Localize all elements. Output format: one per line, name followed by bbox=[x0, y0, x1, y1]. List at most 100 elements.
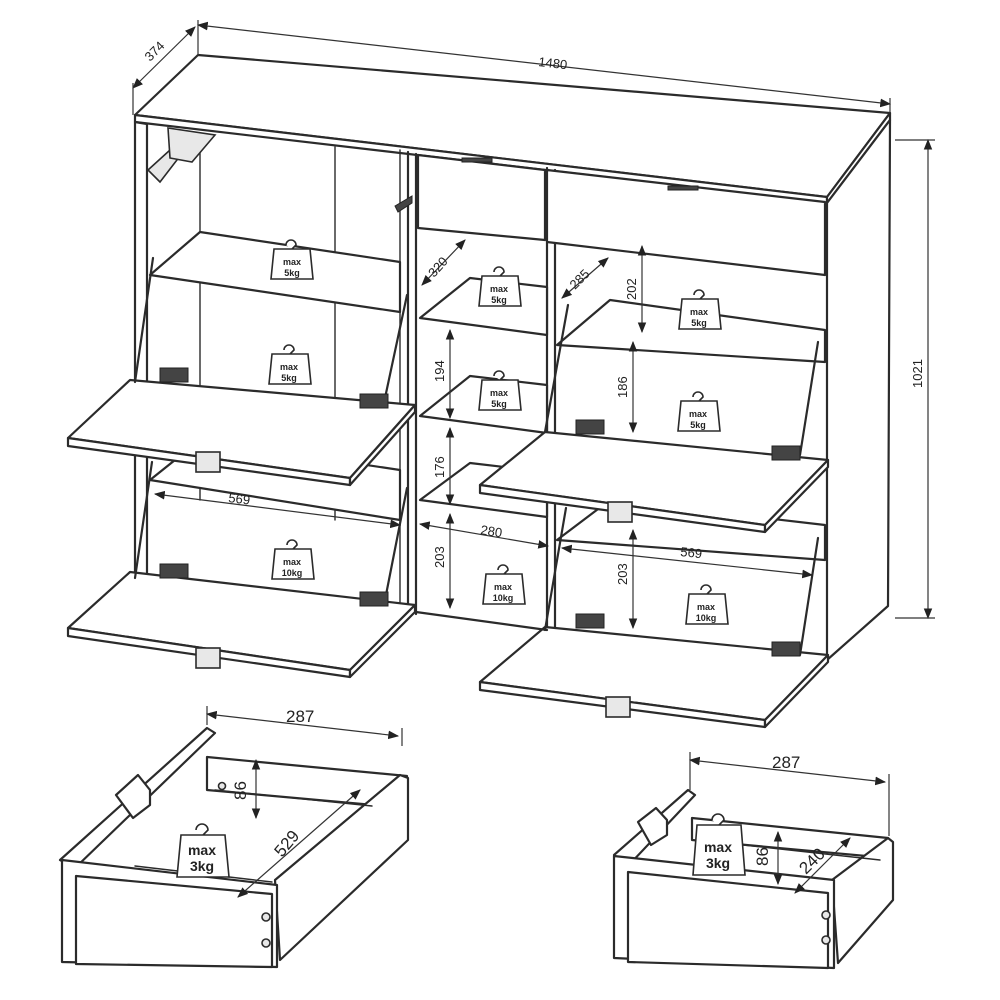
hinge-icon bbox=[771, 641, 801, 657]
weight-icon-max: max bbox=[283, 257, 301, 267]
center-gap-3-label: 203 bbox=[432, 546, 447, 568]
depth-dimension-line bbox=[132, 26, 196, 89]
left-lower-flap-handle[interactable] bbox=[195, 647, 221, 669]
weight-icon-max: max bbox=[704, 839, 732, 855]
right-depth-dimension bbox=[560, 544, 814, 579]
weight-icon: max 10kg bbox=[482, 564, 526, 605]
drawer-small-front-inner bbox=[626, 870, 830, 970]
weight-icon-max: max bbox=[490, 284, 508, 294]
drawer-large: 287 86 529 max 3kg bbox=[58, 706, 410, 969]
weight-icon: max 3kg bbox=[692, 813, 746, 876]
weight-icon: max 5kg bbox=[270, 239, 314, 280]
screw-icon bbox=[261, 938, 271, 948]
drawer-small-width-label: 287 bbox=[772, 753, 800, 772]
cabinet-base bbox=[414, 610, 549, 632]
drawer-large-bracket bbox=[114, 773, 152, 820]
left-depth-label: 569 bbox=[228, 490, 251, 508]
weight-icon: max 10kg bbox=[685, 584, 729, 625]
drawer-large-depth-dimension bbox=[237, 789, 361, 898]
right-depth-label: 569 bbox=[680, 544, 703, 561]
screw-icon bbox=[261, 912, 271, 922]
weight-icon-max: max bbox=[490, 388, 508, 398]
drawer-small-bracket bbox=[636, 806, 669, 847]
cabinet-dimensions: 1480 374 1021 bbox=[132, 20, 935, 620]
cabinet-right-side bbox=[825, 118, 892, 662]
right-gap-2-label: 186 bbox=[615, 376, 630, 398]
hinge-icon bbox=[575, 613, 605, 629]
hinge-icon bbox=[575, 419, 605, 435]
hinge-icon bbox=[159, 563, 189, 579]
weight-icon-value: 5kg bbox=[691, 318, 707, 328]
height-label: 1021 bbox=[910, 359, 925, 388]
drawer-small-depth-dimension bbox=[794, 837, 851, 894]
gas-strut-right-2 bbox=[798, 340, 820, 457]
drawer-small: 287 86 240 max 3kg bbox=[612, 752, 895, 970]
weight-icon-value: 5kg bbox=[491, 399, 507, 409]
width-dimension-line bbox=[196, 21, 892, 108]
left-upper-flap-handle[interactable] bbox=[195, 451, 221, 473]
right-gap-1-label: 202 bbox=[624, 278, 639, 300]
right-upper-depth-dimension bbox=[561, 257, 609, 299]
weight-icon-max: max bbox=[494, 582, 512, 592]
weight-icon-value: 3kg bbox=[706, 855, 730, 871]
weight-icon: max 5kg bbox=[268, 344, 312, 385]
weight-icon-value: 10kg bbox=[493, 593, 514, 603]
weight-icon: max 10kg bbox=[271, 539, 315, 580]
right-lower-flap-handle[interactable] bbox=[605, 696, 631, 718]
gas-strut-left-1 bbox=[133, 256, 155, 384]
weight-icon-max: max bbox=[188, 842, 216, 858]
gas-strut-left-3 bbox=[133, 460, 154, 580]
gas-strut-left-4 bbox=[383, 486, 409, 602]
drawer-handle-right[interactable] bbox=[667, 185, 699, 191]
weight-icon: max 5kg bbox=[677, 391, 721, 432]
drawer-front-center[interactable] bbox=[416, 153, 547, 242]
drawer-small-right-side bbox=[830, 836, 895, 965]
drawer-large-depth-label: 529 bbox=[271, 827, 304, 861]
drawer-runner-icon bbox=[394, 195, 413, 213]
center-gap-1-label: 194 bbox=[432, 360, 447, 382]
depth-label: 374 bbox=[142, 38, 168, 64]
left-upper-flap-side bbox=[348, 403, 417, 487]
weight-icon-value: 10kg bbox=[696, 613, 717, 623]
center-width-dimension bbox=[418, 521, 550, 549]
drawer-small-height-label: 86 bbox=[753, 847, 772, 866]
weight-icon-max: max bbox=[283, 557, 301, 567]
right-gap-3-label: 203 bbox=[615, 563, 630, 585]
right-shelf-1 bbox=[555, 298, 827, 364]
hinge-icon bbox=[359, 591, 389, 607]
weight-icon-max: max bbox=[689, 409, 707, 419]
weight-icon-value: 10kg bbox=[282, 568, 303, 578]
center-depth-dimension bbox=[421, 239, 466, 286]
weight-icon-value: 5kg bbox=[281, 373, 297, 383]
screw-icon bbox=[821, 935, 831, 945]
hinge-icon bbox=[771, 445, 801, 461]
weight-icon-value: 5kg bbox=[690, 420, 706, 430]
gas-strut-right-1 bbox=[543, 303, 570, 434]
hinge-icon bbox=[359, 393, 389, 409]
weight-icon: max 5kg bbox=[478, 370, 522, 411]
hinge-icon bbox=[159, 367, 189, 383]
left-depth-dimension bbox=[153, 490, 402, 529]
drawer-front-right[interactable] bbox=[545, 168, 827, 277]
weight-icon-value: 5kg bbox=[284, 268, 300, 278]
width-label: 1480 bbox=[538, 54, 568, 72]
right-upper-flap-handle[interactable] bbox=[607, 501, 633, 523]
weight-icon: max 3kg bbox=[176, 823, 230, 878]
drawer-large-front-inner bbox=[74, 874, 274, 969]
screw-icon bbox=[217, 781, 227, 791]
screw-icon bbox=[821, 910, 831, 920]
right-upper-depth-label: 285 bbox=[567, 266, 593, 292]
gas-strut-right-3 bbox=[543, 506, 568, 632]
drawer-large-height-label: 86 bbox=[231, 781, 250, 800]
weight-icon: max 5kg bbox=[678, 289, 722, 330]
weight-icon-value: 3kg bbox=[190, 858, 214, 874]
drawer-handle-center[interactable] bbox=[461, 157, 493, 163]
center-gap-2-label: 176 bbox=[432, 456, 447, 478]
load-limit-icons: max 5kg max 5kg max 10kg max 5kg max 5kg bbox=[268, 239, 729, 625]
center-width-label: 280 bbox=[480, 522, 504, 540]
gas-strut-right-4 bbox=[798, 536, 820, 657]
weight-icon-max: max bbox=[280, 362, 298, 372]
right-lower-flap-side bbox=[763, 653, 830, 729]
weight-icon-max: max bbox=[697, 602, 715, 612]
hinge-plate-icon bbox=[167, 127, 217, 163]
